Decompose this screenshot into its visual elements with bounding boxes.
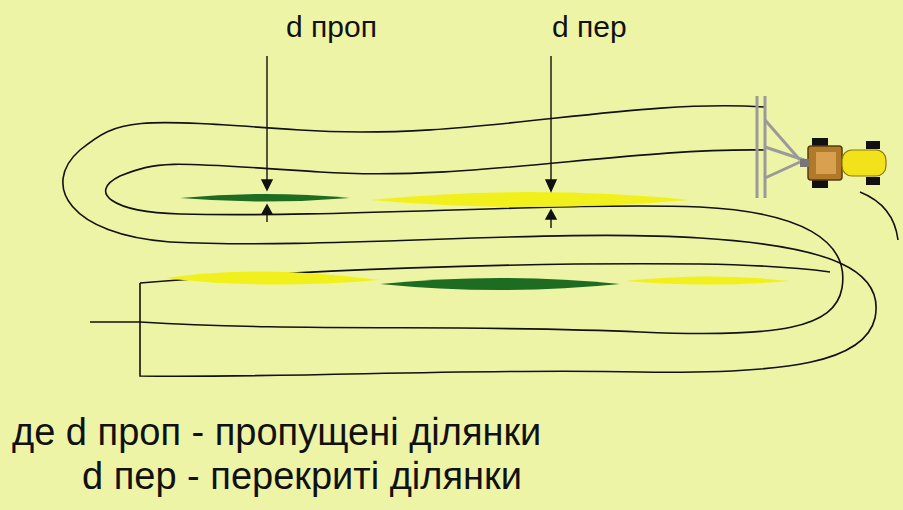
- legend-note: d пер - перекриті ділянки: [82, 456, 522, 498]
- overlap-patch: [370, 192, 690, 207]
- missed-patch: [180, 194, 350, 202]
- sprayer-boom: [757, 96, 810, 198]
- overlap-patch: [625, 277, 790, 285]
- outer-track: [63, 106, 876, 376]
- pass-lines: [63, 106, 898, 376]
- dimension-label: d пер: [552, 10, 627, 43]
- dimension-label: d проп: [286, 10, 377, 43]
- inner-track: [90, 150, 843, 334]
- legend-note: де d проп - пропущені ділянки: [12, 412, 541, 454]
- dimension-arrows: [262, 56, 556, 228]
- tractor: [800, 138, 886, 188]
- missed-patch: [380, 278, 620, 290]
- outer-turn: [860, 192, 898, 240]
- overlap-patch: [165, 271, 380, 284]
